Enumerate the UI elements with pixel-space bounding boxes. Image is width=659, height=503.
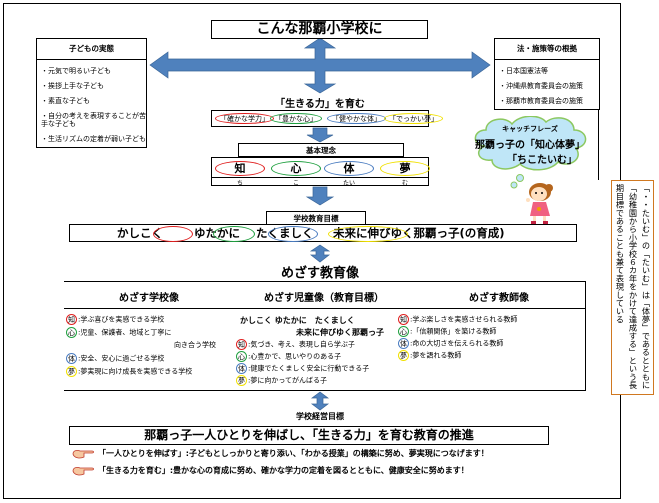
reading-chi: ち <box>236 180 243 187</box>
teacher-row-ko: 心:「信頼関係」を築ける教師 <box>398 326 496 337</box>
mark-mu: 夢 <box>66 366 77 377</box>
mark-chi: 知 <box>398 314 409 325</box>
school-row-cont: 向き合う学校 <box>174 340 216 350</box>
teacher-row-tai: 体:命の大切さを伝えられる教師 <box>398 338 503 349</box>
child-sub2: 未来に伸びゆく那覇っ子 <box>296 328 384 337</box>
kanji-chi: 知 <box>215 161 265 176</box>
list-item: ・元気で明るい子ども <box>41 67 111 75</box>
teacher-image-heading: めざす教師像 <box>469 293 529 304</box>
mark-mu: 夢 <box>398 350 409 361</box>
row-text: :学ぶ楽しさを実感させられる教師 <box>410 315 518 324</box>
connector-line <box>598 110 599 180</box>
row-text: :「信頼関係」を築ける教師 <box>410 327 497 336</box>
page-title: こんな那覇小学校に <box>211 20 428 39</box>
mark-tai: 体 <box>236 363 247 374</box>
management-main: 那覇っ子一人ひとりを伸ばし、「生きる力」を育む教育の推進 <box>69 426 549 445</box>
mezasu-box: めざす学校像 めざす児童像（教育目標） めざす教師像 知:学ぶ喜びを実感できる学… <box>64 281 586 391</box>
management-heading: 学校経営目標 <box>296 412 344 421</box>
reading-ko: こ <box>292 180 299 187</box>
school-row-ko: 心:児童、保護者、地域と丁寧に <box>66 327 171 338</box>
list-item: ・日本国憲法等 <box>499 67 548 75</box>
row-text: :学ぶ喜びを実感できる学校 <box>78 315 165 324</box>
mark-ko: 心 <box>398 326 409 337</box>
vertical-note: 「・・たいむ」の「たいむ」は「体夢」であるとともに「幼稚園から小学校６カ年をかけ… <box>611 180 654 395</box>
child-row-chi: 知:気づき、考え、表現し自ら学ぶ子 <box>236 339 355 350</box>
list-item: ・沖縄県教育委員会の施策 <box>499 82 583 90</box>
list-item: ・那覇市教育委員会の施策 <box>499 97 583 105</box>
pill-karada: 「健やかな体」 <box>327 113 386 124</box>
kanji-ko: 心 <box>271 161 321 176</box>
thought-cloud-icon <box>474 116 587 171</box>
school-goal-bar: かしこく ゆたかに たくましく 未来に伸びゆく那覇っ子(の育成) <box>69 224 577 242</box>
row-text: 向き合う学校 <box>174 341 216 349</box>
green-ellipse <box>213 226 255 242</box>
mark-mu: 夢 <box>236 375 247 386</box>
pill-kokoro: 「豊かな心」 <box>270 113 322 124</box>
reading-mu: む <box>401 180 408 187</box>
list-item: ・生活リズムの定着が弱い子ども <box>41 135 146 143</box>
mark-chi: 知 <box>236 339 247 350</box>
management-line-1: 「一人ひとりを伸ばす」:子どもとしっかりと寄り添い、「わかる授業」の構築に努め、… <box>72 448 489 459</box>
school-row-tai: 体:安全、安心に過ごせる学校 <box>66 353 164 364</box>
reading-tai: たい <box>342 180 355 187</box>
catchphrase-line2: 「ちこたいむ」 <box>507 155 577 166</box>
row-text: :児童、保護者、地域と丁寧に <box>78 328 172 337</box>
teacher-row-chi: 知:学ぶ楽しさを実感させられる教師 <box>398 314 517 325</box>
kanji-tai: 体 <box>324 161 374 176</box>
school-goal-heading: 学校教育目標 <box>266 211 366 225</box>
divider <box>212 177 428 178</box>
school-row-chi: 知:学ぶ喜びを実感できる学校 <box>66 314 164 325</box>
mark-chi: 知 <box>66 314 77 325</box>
child-row-tai: 体:健康でたくましく安全に行動できる子 <box>236 363 369 374</box>
kanji-mu: 夢 <box>380 161 430 176</box>
red-ellipse <box>153 226 193 242</box>
child-row-ko: 心:心豊かで、思いやりのある子 <box>236 351 341 362</box>
ikiru-bar: 「確かな学力」 「豊かな心」 「健やかな体」 「でっかい夢」 <box>211 110 443 127</box>
row-text: :心豊かで、思いやりのある子 <box>248 352 342 361</box>
child-reality-heading: 子どもの実態 <box>37 39 146 60</box>
row-text: :気づき、考え、表現し自ら学ぶ子 <box>248 340 355 349</box>
mark-tai: 体 <box>398 338 409 349</box>
row-text: :安全、安心に過ごせる学校 <box>78 354 165 363</box>
divider <box>64 308 585 309</box>
mark-ko: 心 <box>66 327 77 338</box>
child-image-heading: めざす児童像（教育目標） <box>264 293 384 304</box>
pointing-hand-icon <box>72 466 94 475</box>
school-row-mu: 夢:夢実現に向け成長を実感できる学校 <box>66 366 192 377</box>
child-reality-panel: 子どもの実態 ・元気で明るい子ども ・挨拶上手な子ども ・素直な子ども ・自分の… <box>36 38 147 148</box>
yellow-ellipse <box>328 226 408 242</box>
list-item: ・素直な子ども <box>41 97 90 105</box>
child-sub1: かしこく ゆたかに たくましく <box>240 316 355 325</box>
catchphrase-label: キャッチフレーズ <box>502 125 558 133</box>
teacher-row-mu: 夢:夢を語れる教師 <box>398 350 461 361</box>
row-text: :夢を語れる教師 <box>410 351 462 360</box>
school-image-heading: めざす学校像 <box>119 293 179 304</box>
mark-tai: 体 <box>66 353 77 364</box>
row-text: :命の大切さを伝えられる教師 <box>410 339 504 348</box>
blue-ellipse <box>268 226 318 242</box>
pill-gakuryoku: 「確かな学力」 <box>215 113 274 124</box>
legal-basis-heading: 法・施策等の根拠 <box>495 39 599 60</box>
kihon-heading: 基本理念 <box>238 143 404 157</box>
legal-basis-panel: 法・施策等の根拠 ・日本国憲法等 ・沖縄県教育委員会の施策 ・那覇市教育委員会の… <box>494 38 600 110</box>
mezasu-heading: めざす教育像 <box>280 266 359 281</box>
catchphrase-line1: 那覇っ子の「知心体夢」 <box>475 140 585 151</box>
mark-ko: 心 <box>236 351 247 362</box>
line-text: 「生きる力を育む」:豊かな心の育成に努め、確かな学力の定着を図るとともに、健康安… <box>98 466 469 475</box>
goal-kashikoku: かしこく <box>117 226 163 240</box>
row-text: :健康でたくましく安全に行動できる子 <box>248 364 370 373</box>
thought-bubble-icon <box>510 174 524 189</box>
ikiru-heading: 「生きる力」を育む <box>275 99 365 110</box>
child-row-mu: 夢:夢に向かってがんばる子 <box>236 375 327 386</box>
pill-yume: 「でっかい夢」 <box>384 113 443 124</box>
kihon-bar: 知 心 体 夢 ち こ たい む <box>211 157 430 187</box>
row-text: :夢に向かってがんばる子 <box>248 376 328 385</box>
girl-mascot-icon <box>526 183 553 224</box>
pointing-hand-icon <box>72 449 94 458</box>
list-item: ・挨拶上手な子ども <box>41 82 104 90</box>
line-text: 「一人ひとりを伸ばす」:子どもとしっかりと寄り添い、「わかる授業」の構築に努め、… <box>98 449 489 458</box>
management-line-2: 「生きる力を育む」:豊かな心の育成に努め、確かな学力の定着を図るとともに、健康安… <box>72 465 469 476</box>
list-item: ・自分の考えを表現することが苦手な子ども <box>41 112 146 128</box>
row-text: :夢実現に向け成長を実感できる学校 <box>78 367 193 376</box>
